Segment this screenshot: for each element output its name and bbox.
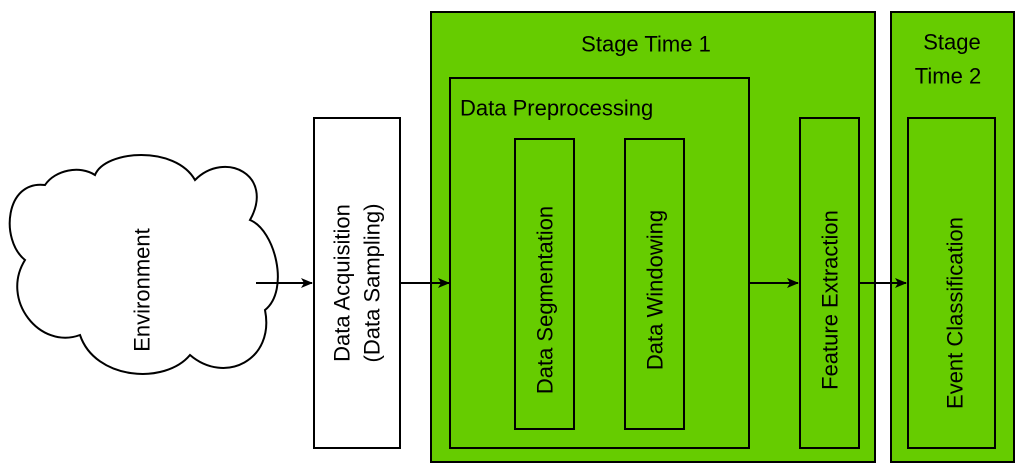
segmentation-box	[514, 138, 575, 430]
feature-extraction-box	[799, 117, 860, 449]
classification-box	[907, 117, 996, 449]
stage2-label-line1: Stage	[923, 30, 981, 55]
acquisition-node: Data Acquisition (Data Sampling)	[313, 117, 401, 449]
feature-extraction-label: Feature Extraction	[818, 210, 843, 390]
preprocessing-box	[449, 77, 750, 449]
acquisition-box	[313, 117, 401, 449]
windowing-label: Data Windowing	[643, 210, 668, 370]
environment-node: Environment	[8, 154, 279, 375]
segmentation-label: Data Segmentation	[533, 206, 558, 394]
stage1-label: Stage Time 1	[581, 32, 711, 57]
environment-label: Environment	[130, 228, 155, 352]
acquisition-label-line1: Data Acquisition	[330, 204, 355, 362]
stage2-group: Stage Time 2 Event Classification	[890, 11, 1015, 463]
stage2-label-line2: Time 2	[915, 64, 981, 89]
preprocessing-label: Data Preprocessing	[460, 96, 653, 121]
acquisition-label-line2: (Data Sampling)	[360, 204, 385, 363]
cloud-shape	[8, 154, 279, 375]
stage1-group: Stage Time 1 Data Preprocessing Data Seg…	[430, 11, 876, 463]
classification-label: Event Classification	[943, 217, 968, 409]
windowing-box	[624, 138, 685, 430]
